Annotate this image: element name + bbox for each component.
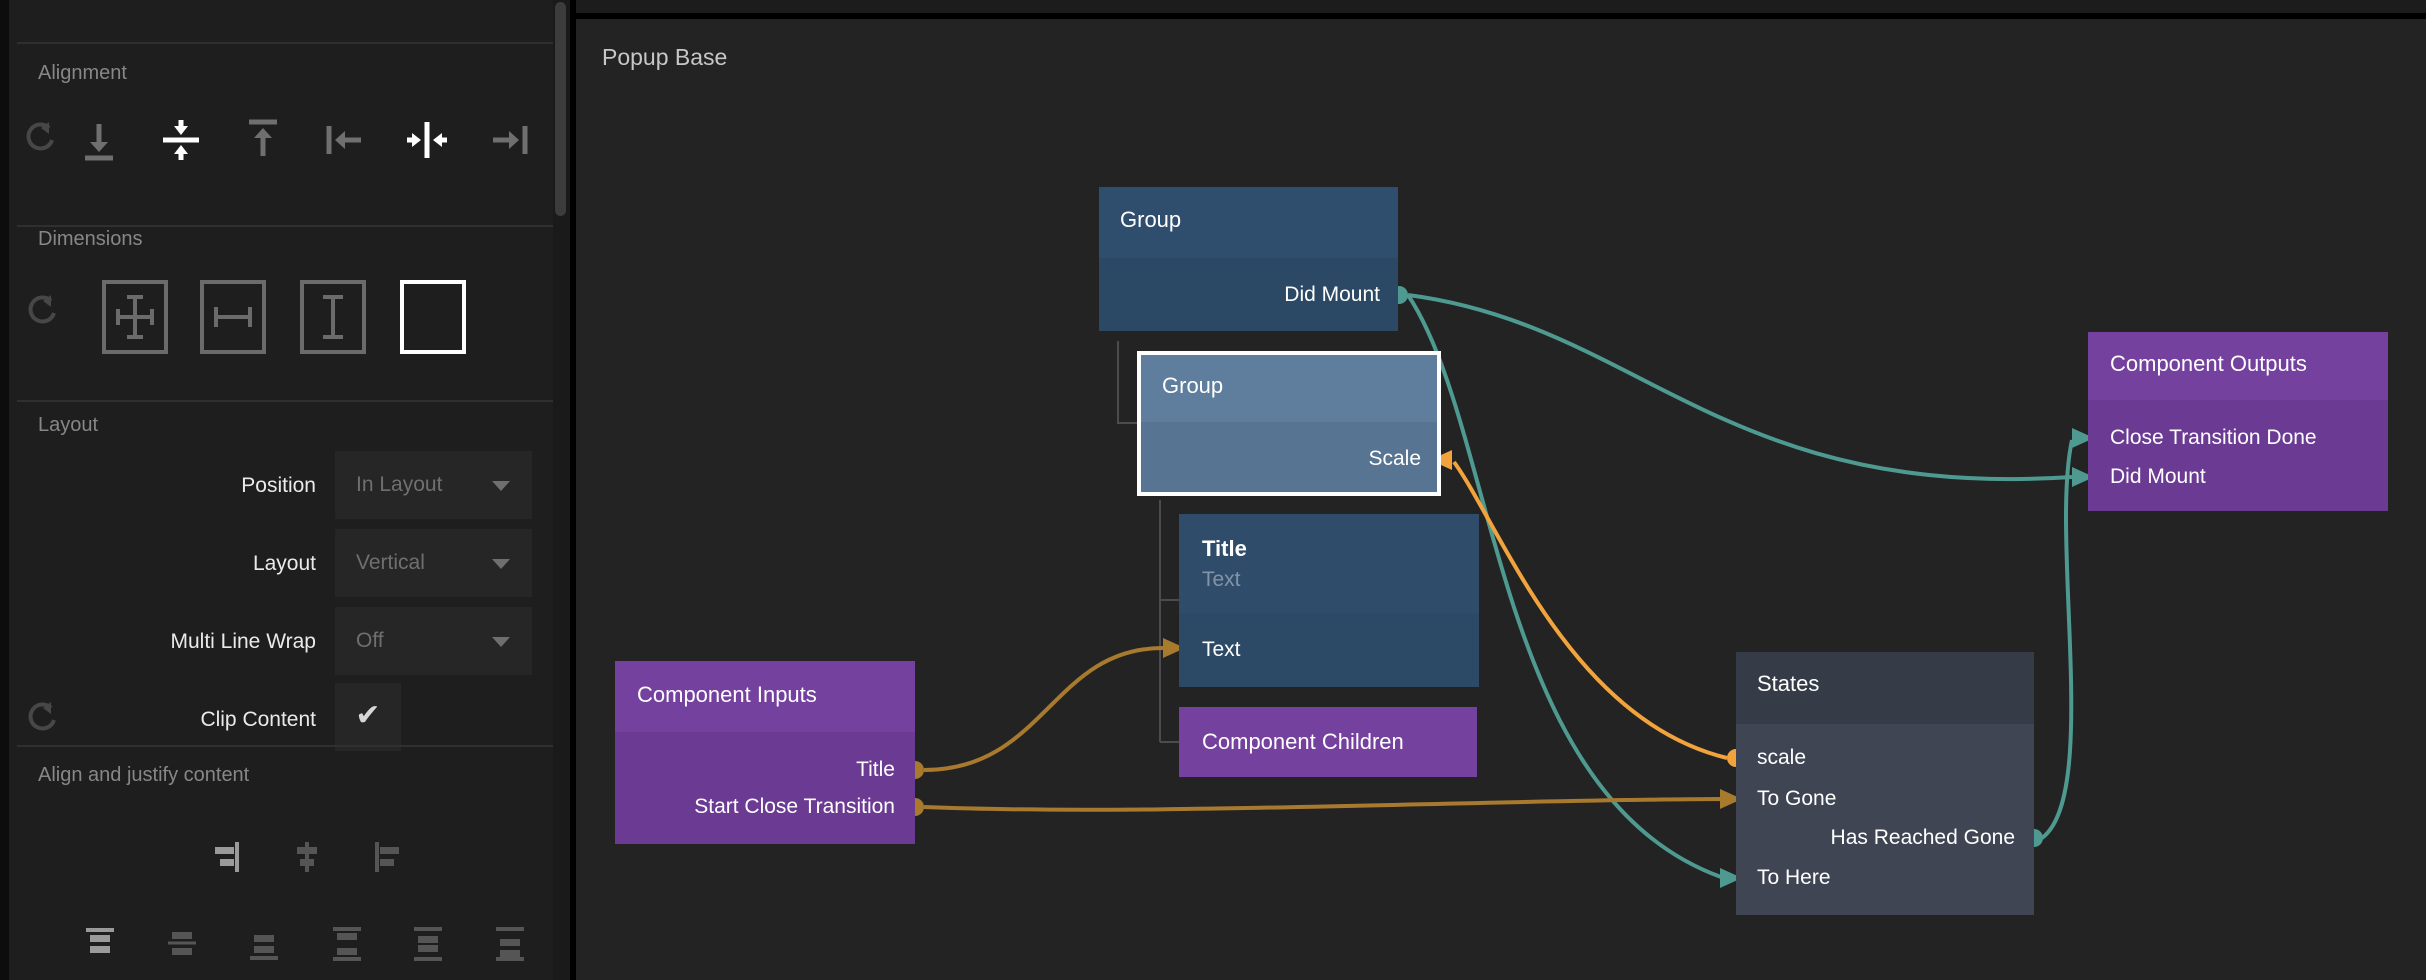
size-width-height-icon[interactable] — [102, 280, 168, 354]
node-subtitle: Text — [1202, 568, 1241, 591]
section-divider — [17, 745, 553, 747]
size-width-icon[interactable] — [200, 280, 266, 354]
align-content-start-icon[interactable] — [83, 927, 117, 961]
reset-clip-content-icon[interactable] — [22, 700, 60, 740]
node-header — [2088, 332, 2388, 400]
checkmark-icon: ✔ — [355, 699, 381, 732]
space-around-icon[interactable] — [411, 927, 445, 961]
section-divider — [17, 42, 553, 44]
align-justify-section-title: Align and justify content — [38, 764, 250, 786]
node-title: Group — [1120, 207, 1182, 232]
port-did-mount[interactable]: Did Mount — [1284, 283, 1380, 306]
breadcrumb: Popup Base — [602, 44, 728, 70]
node-title: States — [1757, 671, 1820, 696]
reset-dimensions-icon[interactable] — [22, 293, 60, 333]
port-close-transition-done[interactable]: Close Transition Done — [2110, 426, 2317, 449]
chevron-down-icon — [492, 481, 510, 491]
chevron-down-icon — [492, 637, 510, 647]
port-scale-state[interactable]: scale — [1757, 746, 1807, 769]
port-to-here[interactable]: To Here — [1757, 866, 1831, 889]
port-start-close-transition[interactable]: Start Close Transition — [694, 795, 895, 818]
align-content-center-icon[interactable] — [165, 927, 199, 961]
node-group-outer[interactable]: Group Did Mount — [1099, 187, 1398, 331]
size-content-icon[interactable] — [400, 280, 466, 354]
node-title: Title — [1202, 536, 1247, 561]
space-between-icon[interactable] — [330, 927, 364, 961]
align-bottom-icon[interactable] — [77, 118, 121, 162]
node-title: Component Outputs — [2110, 351, 2307, 376]
clip-content-label: Clip Content — [200, 708, 316, 731]
canvas-top-divider — [576, 13, 2426, 19]
multi-line-wrap-value: Off — [356, 629, 384, 652]
multi-line-wrap-dropdown[interactable]: Off — [335, 607, 532, 675]
node-header — [1141, 355, 1437, 422]
align-content-end-icon[interactable] — [247, 927, 281, 961]
port-did-mount-output[interactable]: Did Mount — [2110, 465, 2206, 488]
node-component-children[interactable]: Component Children — [1179, 707, 1477, 777]
port-has-reached-gone[interactable]: Has Reached Gone — [1830, 826, 2015, 849]
justify-start-icon[interactable] — [373, 840, 407, 874]
node-header — [615, 661, 915, 732]
position-dropdown[interactable]: In Layout — [335, 451, 532, 519]
node-header — [1179, 514, 1479, 613]
sidebar-right-edge — [570, 0, 576, 980]
canvas-top-strip — [576, 0, 2426, 13]
port-text[interactable]: Text — [1202, 638, 1241, 661]
layout-label: Layout — [252, 552, 316, 575]
dimensions-section-title: Dimensions — [38, 228, 143, 250]
layout-section-title: Layout — [38, 414, 99, 436]
position-value: In Layout — [356, 473, 443, 496]
align-left-icon[interactable] — [323, 118, 367, 162]
size-height-icon[interactable] — [300, 280, 366, 354]
sidebar-scrollbar-track[interactable] — [553, 0, 570, 980]
section-divider — [17, 225, 553, 227]
justify-center-icon[interactable] — [290, 840, 324, 874]
section-divider — [17, 400, 553, 402]
center-horizontal-icon[interactable] — [405, 118, 449, 162]
layout-value: Vertical — [356, 551, 425, 574]
align-right-icon[interactable] — [487, 118, 531, 162]
node-header — [1736, 652, 2034, 724]
node-component-outputs[interactable]: Component Outputs Close Transition Done … — [2088, 332, 2388, 511]
align-top-icon[interactable] — [241, 118, 285, 162]
sidebar-scrollbar-thumb[interactable] — [555, 2, 566, 216]
node-group-inner-selected[interactable]: Group Scale — [1137, 351, 1441, 496]
node-header — [1099, 187, 1398, 258]
alignment-section-title: Alignment — [38, 62, 127, 84]
space-evenly-icon[interactable] — [493, 927, 527, 961]
chevron-down-icon — [492, 559, 510, 569]
port-to-gone[interactable]: To Gone — [1757, 787, 1837, 810]
node-title: Component Inputs — [637, 682, 817, 707]
node-states[interactable]: States scale To Gone Has Reached Gone To… — [1736, 652, 2034, 915]
node-title-text[interactable]: Title Text Text — [1179, 514, 1479, 687]
clip-content-checkbox[interactable]: ✔ — [335, 683, 401, 751]
position-label: Position — [241, 474, 316, 497]
node-title: Component Children — [1202, 729, 1404, 754]
center-vertical-icon[interactable] — [159, 118, 203, 162]
properties-sidebar: Alignment — [0, 0, 576, 980]
port-scale[interactable]: Scale — [1368, 447, 1421, 470]
layout-dropdown[interactable]: Vertical — [335, 529, 532, 597]
justify-end-icon[interactable] — [207, 840, 241, 874]
sidebar-left-edge — [0, 0, 9, 980]
node-component-inputs[interactable]: Component Inputs Title Start Close Trans… — [615, 661, 915, 844]
node-title: Group — [1162, 373, 1224, 398]
port-title[interactable]: Title — [856, 758, 895, 781]
multi-line-wrap-label: Multi Line Wrap — [170, 630, 316, 653]
reset-alignment-icon[interactable] — [20, 120, 58, 160]
